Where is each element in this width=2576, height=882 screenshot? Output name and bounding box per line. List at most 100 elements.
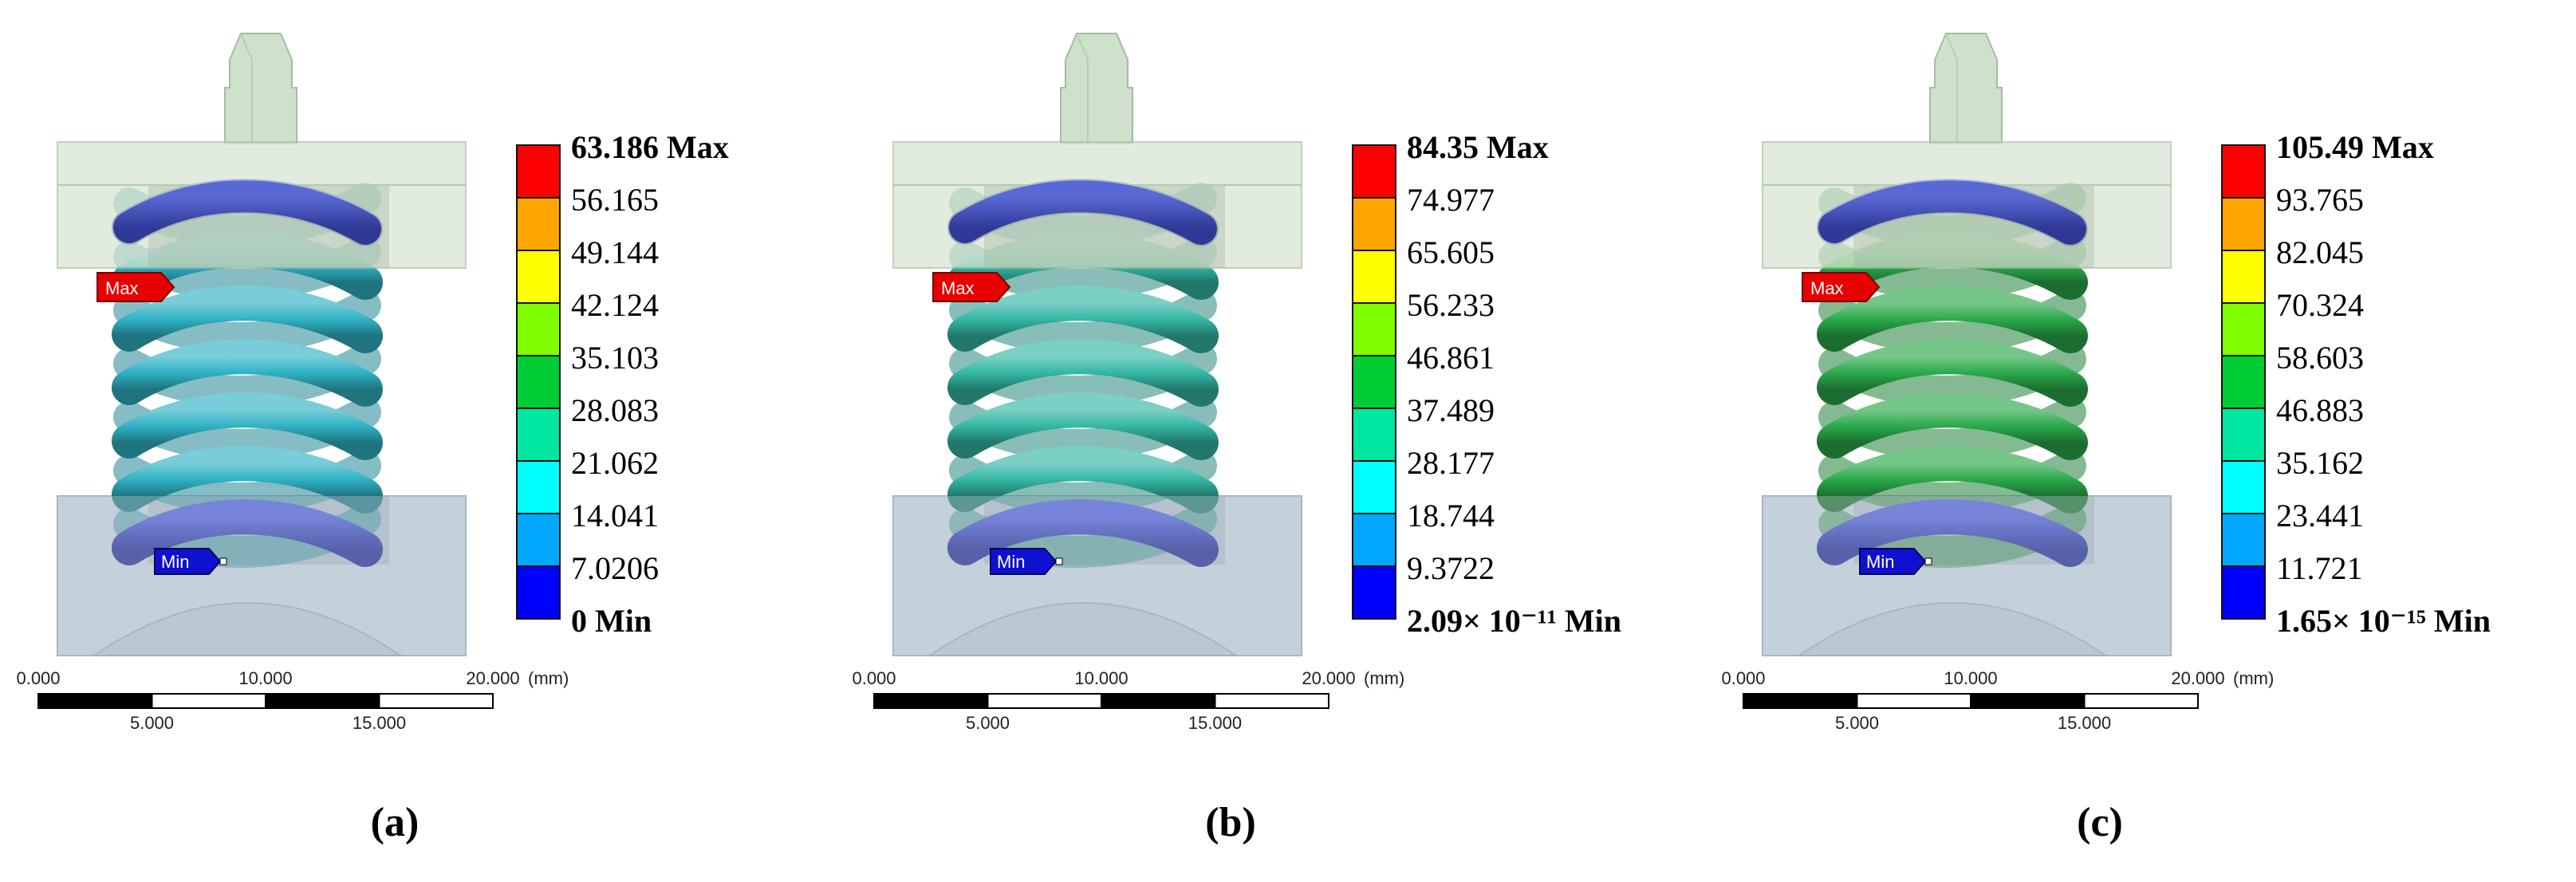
coil-front-strand — [1817, 339, 2088, 407]
legend-max-label: 105.49 Max — [2276, 129, 2434, 165]
legend-swatch — [516, 197, 561, 251]
scale-tick-label: 15.000 — [353, 713, 406, 733]
scale-tick-label: 5.000 — [1835, 713, 1879, 733]
coil-front-strand — [112, 499, 383, 567]
legend-tick-label: 65.605 — [1407, 234, 1495, 270]
min-probe-label: Min — [997, 552, 1025, 572]
coil-front-strand — [1817, 285, 2088, 353]
scale-segment — [378, 693, 494, 709]
scale-segment — [151, 693, 266, 709]
spring-model — [57, 33, 467, 656]
scale-tick-label: 0.000 — [852, 668, 896, 688]
legend-min-label: 1.65× 10⁻¹⁵ Min — [2276, 603, 2491, 639]
legend-tick-label: 70.324 — [2276, 287, 2364, 323]
legend-tick-label: 21.062 — [571, 445, 659, 481]
legend-tick-label: 58.603 — [2276, 340, 2364, 376]
legend-tick-label: 9.3722 — [1407, 550, 1495, 586]
scale-tick-label: 0.000 — [16, 668, 60, 688]
coil-front-strand — [1817, 392, 2088, 460]
legend-swatch — [516, 513, 561, 567]
min-probe-label: Min — [1866, 552, 1894, 572]
legend-swatch — [516, 355, 561, 409]
legend-swatch — [2221, 302, 2266, 356]
pin — [1929, 33, 2003, 144]
coil-front-strand — [947, 499, 1219, 567]
color-legend: 63.186 Max56.16549.14442.12435.10328.083… — [516, 129, 729, 639]
legend-tick-label: 35.103 — [571, 340, 659, 376]
legend-tick-label: 46.883 — [2276, 392, 2364, 428]
spring-model — [892, 33, 1302, 656]
scale-tick-label: 10.000 — [1074, 668, 1128, 688]
scale-tick-label: 0.000 — [1721, 668, 1765, 688]
color-legend: 105.49 Max93.76582.04570.32458.60346.883… — [2221, 129, 2491, 639]
legend-swatch — [516, 302, 561, 356]
legend-tick-label: 74.977 — [1407, 182, 1495, 218]
legend-swatch — [2221, 144, 2266, 199]
max-probe: Max — [97, 272, 175, 302]
legend-max-label: 63.186 Max — [571, 129, 729, 165]
scale-tick-label: 20.000 — [2171, 668, 2224, 688]
color-legend: 84.35 Max74.97765.60556.23346.86137.4892… — [1352, 129, 1621, 639]
base-dome — [1796, 602, 2109, 656]
scale-segment — [987, 693, 1102, 709]
legend-tick-label: 28.083 — [571, 392, 659, 428]
panel-caption: (b) — [1205, 800, 1256, 845]
scale-tick-label: 10.000 — [1944, 668, 1997, 688]
legend-swatch — [1352, 250, 1396, 304]
legend-swatch — [516, 565, 561, 620]
min-probe-label: Min — [161, 552, 189, 572]
coil-front-strand — [112, 339, 383, 407]
legend-tick-label: 28.177 — [1407, 445, 1495, 481]
panel-caption: (c) — [2077, 800, 2123, 845]
legend-swatch — [1352, 408, 1396, 462]
scale-segment — [873, 693, 989, 709]
legend-tick-label: 49.144 — [571, 234, 659, 270]
legend-tick-label: 56.233 — [1407, 287, 1495, 323]
scale-segment — [1743, 693, 1858, 709]
legend-tick-label: 37.489 — [1407, 392, 1495, 428]
legend-tick-label: 11.721 — [2276, 550, 2363, 586]
legend-tick-label: 35.162 — [2276, 445, 2364, 481]
scale-segment — [1214, 693, 1329, 709]
legend-swatch — [516, 460, 561, 514]
max-probe: Max — [1802, 272, 1881, 302]
base-dome — [91, 602, 404, 656]
max-probe-label: Max — [105, 278, 139, 298]
coil-front-strand — [947, 285, 1219, 353]
scale-tick-label: 20.000 — [1302, 668, 1355, 688]
scale-segment — [37, 693, 153, 709]
legend-swatch — [1352, 460, 1396, 514]
legend-swatch — [1352, 565, 1396, 620]
scale-segment — [1970, 693, 2086, 709]
legend-swatch — [1352, 144, 1396, 199]
scale-unit: (mm) — [2233, 668, 2274, 688]
max-probe: Max — [932, 272, 1011, 302]
pin — [1060, 33, 1133, 144]
scale-segment — [265, 693, 380, 709]
coil-front-strand — [112, 285, 383, 353]
scale-tick-label: 20.000 — [466, 668, 519, 688]
legend-tick-label: 23.441 — [2276, 498, 2364, 534]
legend-swatch — [2221, 355, 2266, 409]
scale-segment — [1101, 693, 1216, 709]
coil-front-strand — [1817, 499, 2088, 567]
scale-unit: (mm) — [528, 668, 569, 688]
scale-unit: (mm) — [1364, 668, 1404, 688]
legend-swatch — [1352, 302, 1396, 356]
legend-swatch — [516, 250, 561, 304]
min-probe: Min — [1859, 548, 1932, 575]
scale-tick-label: 10.000 — [238, 668, 292, 688]
legend-swatch — [1352, 197, 1396, 251]
panel-caption: (a) — [371, 800, 419, 845]
legend-swatch — [2221, 250, 2266, 304]
legend-swatch — [2221, 565, 2266, 620]
legend-swatch — [1352, 513, 1396, 567]
coil-front-strand — [947, 339, 1219, 407]
